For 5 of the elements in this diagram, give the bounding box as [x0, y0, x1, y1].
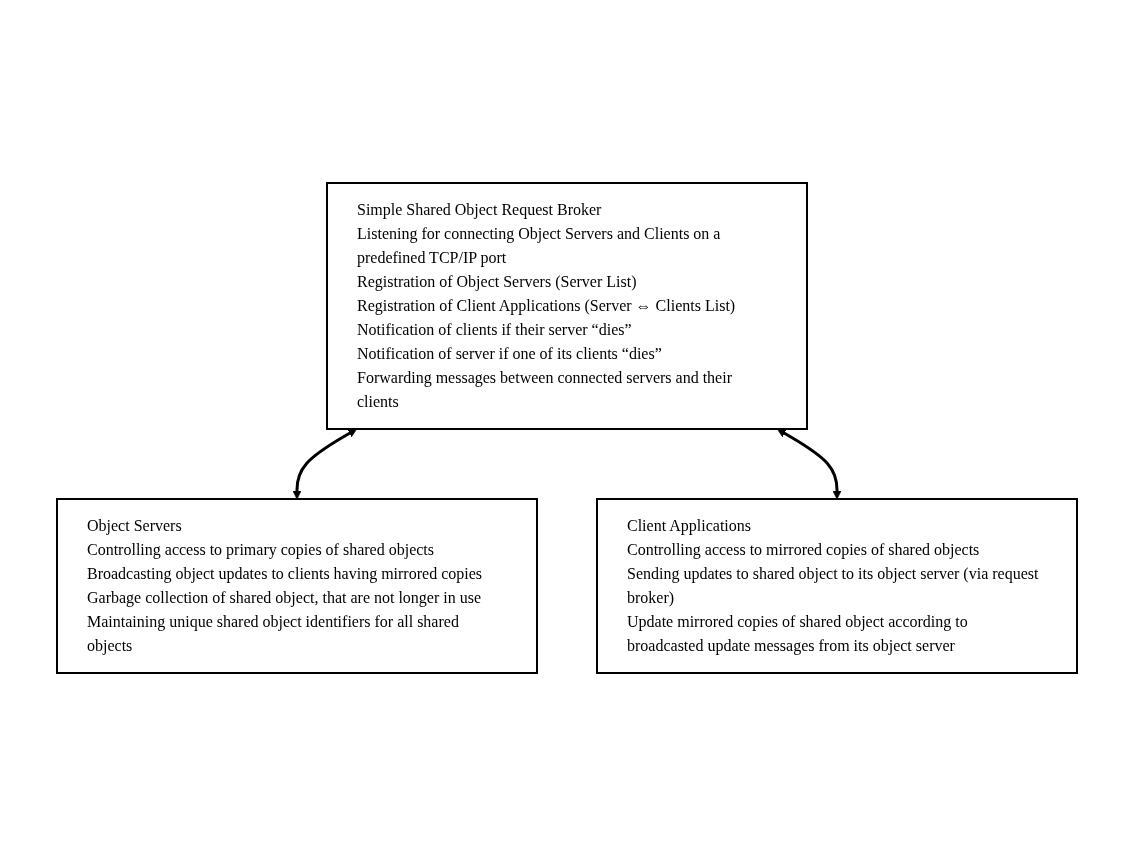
node-box: Simple Shared Object Request Broker Listening for connecting Object Servers and Clients on a predefined TCP/IP port Registration of Object Servers (Server List) Registration of Client Applications (Server ⇔ Clients List) Notification of clients if their server “dies” Notification of server if one of its clients “dies” Forwarding messages between connected servers and their clients	[326, 182, 808, 430]
arrow	[292, 428, 357, 500]
node-box: Client Applications Controlling access to mirrored copies of shared objects Sending updates to shared object to its object server (via request broker) Update mirrored copies of shared object according to broadcasted update messages from its object server	[596, 498, 1078, 674]
node-box: Object Servers Controlling access to primary copies of shared objects Broadcasting object updates to clients having mirrored copies Garbage collection of shared object, that are not longer in use Maintaining unique shared object identifiers for all shared objects	[56, 498, 538, 674]
arrow	[777, 428, 842, 500]
